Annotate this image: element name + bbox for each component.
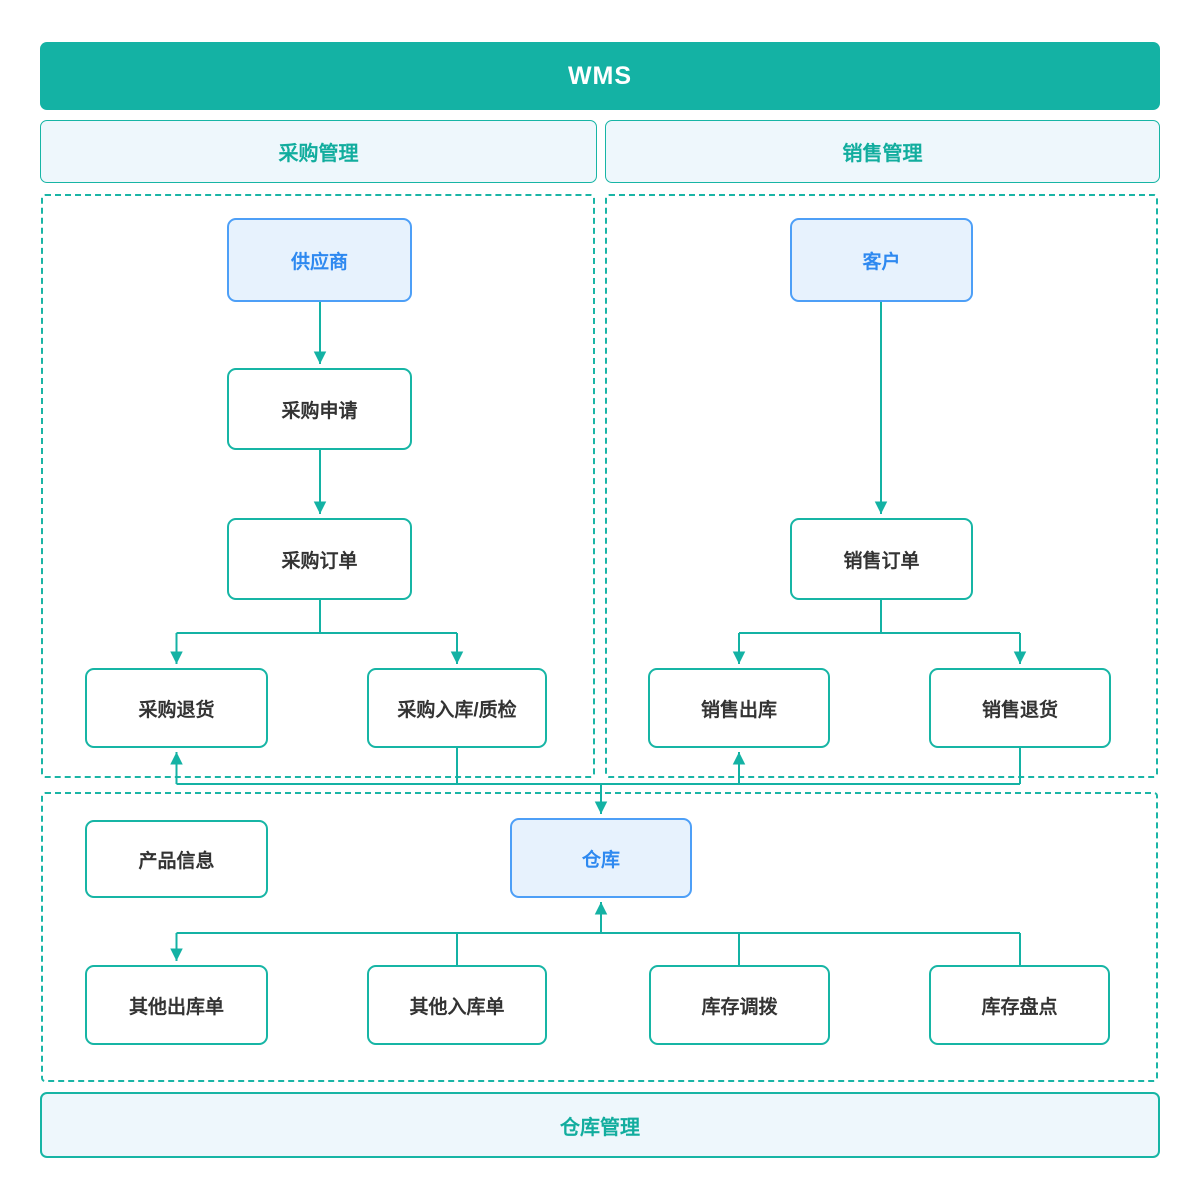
sales-section-header[interactable]: 销售管理 [605,120,1160,183]
node-inventory-transfer[interactable]: 库存调拨 [649,965,830,1045]
node-supplier[interactable]: 供应商 [227,218,412,302]
node-purchase-return[interactable]: 采购退货 [85,668,268,748]
warehouse-section-footer-bar[interactable]: 仓库管理 [40,1092,1160,1158]
node-customer[interactable]: 客户 [790,218,973,302]
purchase-section-container [41,194,595,778]
node-sales-order[interactable]: 销售订单 [790,518,973,600]
node-sales-outbound[interactable]: 销售出库 [648,668,830,748]
node-purchase-request[interactable]: 采购申请 [227,368,412,450]
node-warehouse[interactable]: 仓库 [510,818,692,898]
node-purchase-order[interactable]: 采购订单 [227,518,412,600]
node-sales-return[interactable]: 销售退货 [929,668,1111,748]
sales-section-container [605,194,1158,778]
purchase-section-header[interactable]: 采购管理 [40,120,597,183]
wms-title-bar[interactable]: WMS [40,42,1160,110]
node-inventory-count[interactable]: 库存盘点 [929,965,1110,1045]
node-purchase-inbound-qc[interactable]: 采购入库/质检 [367,668,547,748]
node-other-outbound[interactable]: 其他出库单 [85,965,268,1045]
node-product-info[interactable]: 产品信息 [85,820,268,898]
warehouse-section-container [41,792,1158,1082]
node-other-inbound[interactable]: 其他入库单 [367,965,547,1045]
